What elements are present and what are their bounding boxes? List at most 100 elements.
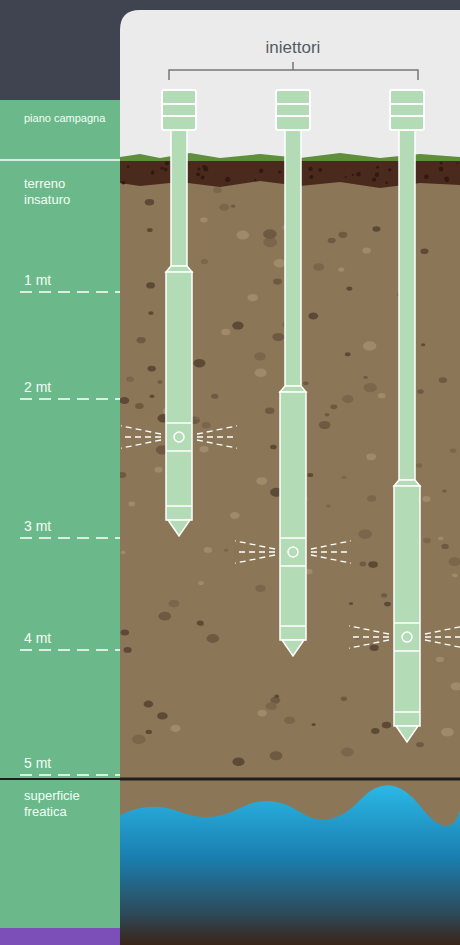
injector-tip: [396, 726, 418, 742]
depth-label: 4 mt: [24, 630, 114, 647]
pebble: [330, 404, 337, 409]
injector-head: [162, 90, 196, 130]
pebble: [224, 549, 229, 552]
injector-band: [280, 537, 306, 539]
topsoil-grain: [121, 181, 125, 185]
topsoil-grain: [352, 174, 354, 176]
topsoil-grain: [309, 175, 313, 179]
pebble: [436, 657, 444, 663]
pebble: [452, 574, 458, 578]
topsoil-grain: [152, 172, 154, 174]
pebble: [221, 329, 230, 335]
pebble: [308, 313, 318, 320]
injector-head-band: [276, 115, 310, 117]
pebble: [170, 725, 180, 732]
pebble: [384, 602, 391, 607]
topsoil-grain: [444, 177, 449, 182]
pebble: [148, 311, 153, 315]
pebble: [137, 337, 146, 343]
depth-label: 5 mt: [24, 755, 114, 772]
topsoil-grain: [440, 162, 443, 165]
pebble: [274, 695, 279, 699]
pebble: [213, 187, 222, 193]
topsoil-grain: [308, 167, 312, 171]
pebble: [236, 231, 249, 240]
topsoil-grain: [225, 177, 230, 182]
pebble: [421, 249, 429, 255]
pebble: [219, 204, 229, 211]
topsoil-grain: [446, 180, 449, 183]
pebble: [439, 377, 447, 383]
pebble: [312, 723, 316, 726]
zone-label: superficie freatica: [24, 788, 114, 819]
pebble: [195, 417, 199, 420]
injector-rod: [399, 128, 415, 480]
injector-band: [280, 625, 306, 627]
injector-head-band: [390, 115, 424, 117]
pebble: [416, 463, 422, 467]
pebble: [307, 473, 313, 477]
topsoil-grain: [345, 176, 347, 178]
topsoil-grain: [457, 162, 459, 164]
pebble: [342, 476, 347, 479]
pebble: [148, 366, 156, 372]
injector-band: [166, 450, 192, 452]
pebble: [255, 585, 265, 592]
pebble: [200, 217, 208, 222]
spray: [235, 541, 351, 563]
pebble: [449, 557, 460, 566]
group-title: iniettori: [218, 38, 368, 58]
pebble: [366, 454, 376, 461]
pebble: [345, 352, 351, 356]
pebble: [124, 647, 132, 653]
injector-tip: [282, 640, 304, 656]
topsoil-grain: [376, 166, 379, 169]
water-table-line: [0, 778, 120, 780]
pebble: [381, 593, 387, 597]
pebble: [368, 561, 378, 568]
topsoil-grain: [318, 168, 322, 172]
pebble: [255, 369, 267, 378]
injector: [121, 90, 237, 536]
topsoil-grain: [385, 182, 387, 184]
pebble: [202, 422, 211, 428]
pebble: [270, 445, 277, 450]
topsoil-grain: [204, 167, 209, 172]
water-surface: [120, 785, 460, 826]
pebble: [360, 562, 367, 567]
bracket: [169, 62, 418, 80]
injection-port: [288, 547, 298, 557]
injector-tip: [168, 520, 190, 536]
pebble: [150, 395, 155, 398]
bottom-strip: [0, 928, 130, 945]
pebble: [423, 538, 431, 544]
pebble: [421, 343, 425, 346]
injector-collar: [166, 266, 192, 272]
pebble: [338, 232, 347, 238]
pebble: [441, 544, 448, 549]
topsoil-grain: [151, 172, 154, 175]
topsoil-grain: [165, 161, 169, 165]
pebble: [341, 748, 354, 757]
pebble: [325, 413, 330, 416]
pebble: [372, 226, 380, 232]
injector-band: [394, 622, 420, 624]
pebble: [358, 529, 372, 539]
pebble: [370, 645, 379, 651]
pebble: [273, 279, 282, 285]
pebble: [441, 728, 454, 737]
pebble: [450, 449, 456, 453]
pebble: [144, 701, 154, 708]
injector-head: [390, 90, 424, 130]
pebble: [157, 380, 162, 384]
pebble: [438, 537, 443, 541]
pebble: [146, 730, 152, 734]
pebble: [132, 735, 146, 745]
injector-head-band: [162, 103, 196, 105]
depth-label: 1 mt: [24, 272, 114, 289]
pebble: [232, 758, 244, 767]
pebble: [313, 263, 324, 271]
pebble: [364, 383, 377, 392]
pebble: [207, 634, 220, 643]
depth-label: 3 mt: [24, 518, 114, 535]
